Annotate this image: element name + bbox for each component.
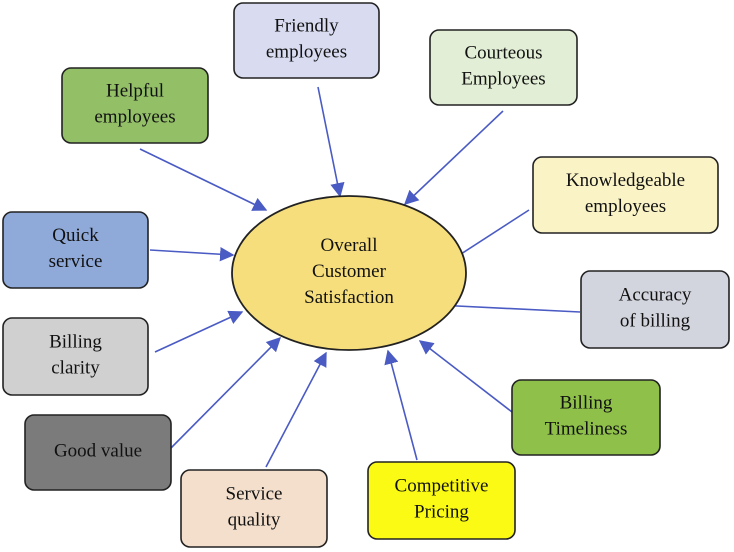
node-box: [429, 29, 578, 106]
node-box: [532, 156, 719, 234]
arrow-service-quality: [265, 351, 327, 468]
text-line: Quick: [52, 225, 99, 246]
text-line: Courteous: [464, 43, 542, 64]
node-box: [2, 317, 149, 396]
text-line: Knowledgeable: [566, 170, 685, 191]
node-helpful-employees: Helpful employees: [61, 67, 209, 144]
arrow-courteous-employees: [403, 110, 504, 205]
text-line: Customer: [312, 261, 387, 282]
node-label: Good value: [54, 441, 142, 462]
text-line: Friendly: [274, 16, 339, 37]
center-ellipse: [231, 195, 467, 351]
text-line: Employees: [461, 69, 545, 90]
node-label: Helpful employees: [94, 81, 175, 128]
node-box: [180, 469, 328, 548]
node-box: [580, 270, 730, 349]
text-line: employees: [94, 107, 175, 128]
text-line: Timeliness: [545, 419, 628, 440]
text-line: Helpful: [106, 81, 164, 102]
node-accuracy-of-billing: Accuracy of billing: [580, 270, 730, 349]
node-box: [233, 2, 380, 79]
node-box: [24, 414, 172, 491]
arrow-competitive-pricing: [384, 349, 418, 461]
text-line: Good value: [54, 441, 142, 462]
text-line: Service: [226, 484, 283, 505]
node-label: Knowledgeable employees: [566, 170, 685, 217]
node-box: [2, 211, 149, 289]
text-line: Pricing: [414, 502, 469, 523]
node-label: Accuracy of billing: [619, 285, 692, 332]
node-knowledgeable-employees: Knowledgeable employees: [532, 156, 719, 234]
text-line: Satisfaction: [304, 287, 394, 308]
text-line: employees: [266, 42, 347, 63]
arrow-billing-clarity: [154, 310, 244, 353]
arrow-billing-timeliness: [418, 340, 513, 413]
node-label: Quick service: [49, 225, 103, 272]
node-service-quality: Service quality: [180, 469, 328, 548]
node-box: [367, 461, 516, 540]
arrow-helpful-employees: [139, 148, 268, 211]
node-good-value: Good value: [24, 414, 172, 491]
node-label: Billing clarity: [49, 332, 102, 379]
text-line: Billing: [49, 332, 102, 353]
arrow-accuracy-of-billing: [435, 298, 581, 313]
text-line: Competitive: [395, 476, 489, 497]
text-line: Overall: [321, 235, 378, 256]
node-label: Service quality: [226, 484, 283, 531]
node-box: [61, 67, 209, 144]
arrow-friendly-employees: [317, 86, 345, 198]
text-line: service: [49, 251, 103, 272]
text-line: quality: [228, 510, 281, 531]
text-line: clarity: [51, 358, 100, 379]
node-label: Friendly employees: [266, 16, 347, 63]
arrow-quick-service: [149, 247, 235, 262]
node-billing-clarity: Billing clarity: [2, 317, 149, 396]
text-line: Billing: [560, 393, 613, 414]
text-line: Accuracy: [619, 285, 692, 306]
arrow-good-value: [170, 336, 282, 449]
node-box: [511, 379, 661, 456]
text-line: of billing: [620, 311, 691, 332]
node-quick-service: Quick service: [2, 211, 149, 289]
node-friendly-employees: Friendly employees: [233, 2, 380, 79]
text-line: employees: [585, 196, 666, 217]
